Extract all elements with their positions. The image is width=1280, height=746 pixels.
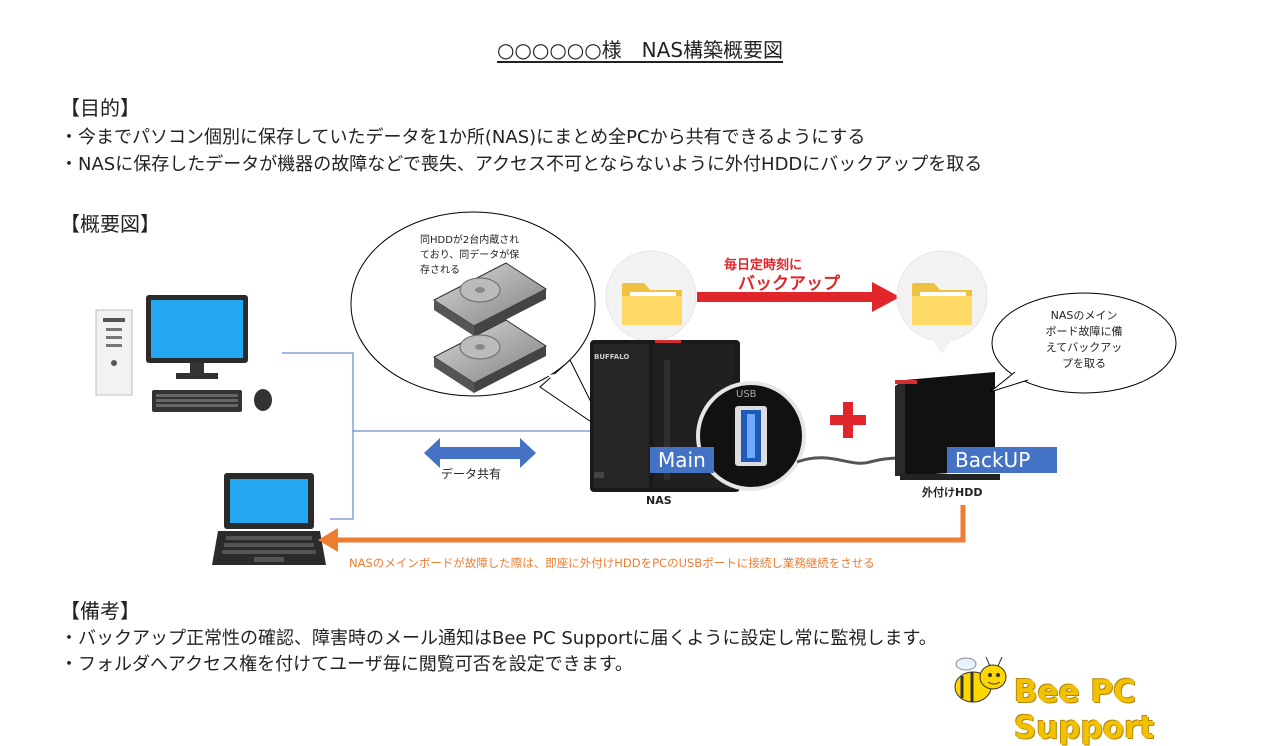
usb-cable <box>796 456 906 465</box>
purpose-item-2: ・NASに保存したデータが機器の故障などで喪失、アクセス不可とならないように外付… <box>60 154 983 175</box>
brand-logo-text: Bee PC Support <box>1014 674 1155 746</box>
hdd-drive-icon <box>391 262 547 336</box>
remarks-item-1: ・バックアップ正常性の確認、障害時のメール通知はBee PC Supportに届… <box>60 628 937 649</box>
plus-icon <box>830 402 866 438</box>
backup-arrow <box>697 282 900 312</box>
failover-arrow <box>318 505 966 552</box>
hdd-backup-tag: BackUP <box>947 447 1057 473</box>
hdd-bubble-text: 同HDDが2台内蔵され ており、同データが保 存される <box>420 233 550 278</box>
backup-bubble-line: NASのメイン <box>1050 309 1118 322</box>
data-share-label: データ共有 <box>441 467 502 481</box>
bee-logo-icon <box>954 656 1007 703</box>
backup-bubble-text: NASのメイン ボード故障に備 えてバックアッ プを取る <box>1022 308 1146 372</box>
nas-brand-label: BUFFALO <box>594 353 630 361</box>
remarks-item-2: ・フォルダへアクセス権を付けてユーザ毎に閲覧可否を設定できます。 <box>60 654 633 675</box>
folder-icon <box>622 283 682 325</box>
backup-speech-bubble <box>989 292 1177 394</box>
remarks-heading: 【備考】 <box>60 599 140 623</box>
nas-main-tag: Main <box>650 447 714 473</box>
desktop-pc-icon <box>95 295 272 412</box>
backup-label: バックアップ <box>738 274 840 294</box>
folder-icon <box>912 283 972 325</box>
backup-bubble-line: ボード故障に備 <box>1045 325 1123 338</box>
failover-note: NASのメインボードが故障した際は、即座に外付けHDDをPCのUSBポートに接続… <box>349 556 875 570</box>
overview-heading: 【概要図】 <box>60 212 160 236</box>
data-share-arrow <box>424 438 536 468</box>
laptop-icon <box>212 473 326 565</box>
nas-caption: NAS <box>646 494 672 507</box>
purpose-heading: 【目的】 <box>60 96 140 120</box>
usb-zoom-circle <box>696 381 806 491</box>
usb-label: USB <box>736 389 757 400</box>
network-lines <box>282 352 598 520</box>
hdd-caption: 外付けHDD <box>922 486 983 499</box>
page-title: ○○○○○○様 NAS構築概要図 <box>496 38 784 62</box>
diagram-canvas <box>95 211 1177 703</box>
hdd-drive-icon <box>386 319 547 393</box>
hdd-bubble-line: 同HDDが2台内蔵され <box>420 235 520 246</box>
backup-bubble-line: プを取る <box>1062 357 1106 370</box>
hdd-bubble-line: 存される <box>420 265 460 276</box>
purpose-item-1: ・今までパソコン個別に保存していたデータを1か所(NAS)にまとめ全PCから共有… <box>60 127 866 148</box>
backup-bubble-line: えてバックアッ <box>1045 341 1123 354</box>
backup-schedule-label: 毎日定時刻に <box>724 258 803 273</box>
hdd-bubble-line: ており、同データが保 <box>420 250 520 261</box>
